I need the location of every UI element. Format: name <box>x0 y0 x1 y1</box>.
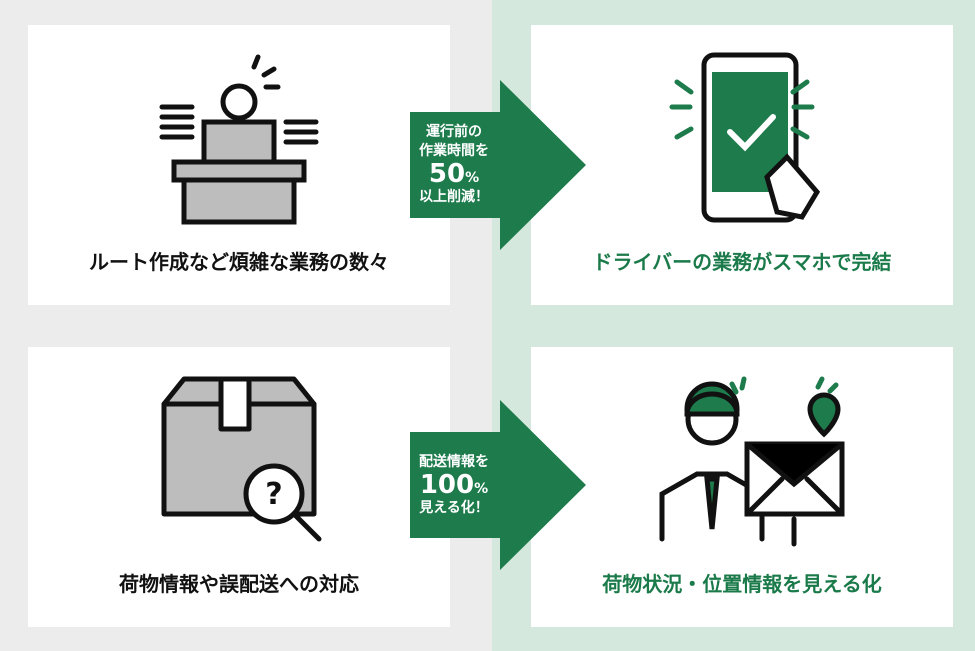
improvement-arrow-1: 運行前の 作業時間を 50% 以上削減！ <box>408 80 588 250</box>
smartphone-check-icon <box>669 52 821 223</box>
arrow-text: 以上削減！ <box>419 189 489 206</box>
after-caption: 荷物状況・位置情報を見える化 <box>602 572 882 596</box>
arrow-text: 見える化！ <box>419 500 489 517</box>
arrow-value: 100 <box>419 469 475 500</box>
arrow-text: 配送情報を <box>419 453 489 470</box>
arrow-text: 作業時間を <box>419 142 489 159</box>
stressed-worker-desk-icon <box>159 54 319 225</box>
arrow-unit: % <box>474 480 489 497</box>
after-caption: ドライバーの業務がスマホで完結 <box>592 250 892 274</box>
before-caption: ルート作成など煩雑な業務の数々 <box>89 250 389 274</box>
before-card-1: ルート作成など煩雑な業務の数々 <box>28 25 450 305</box>
before-caption: 荷物情報や誤配送への対応 <box>119 572 359 596</box>
box-question-icon: ? <box>161 376 322 542</box>
after-card-2: 荷物状況・位置情報を見える化 <box>531 347 953 627</box>
svg-text:?: ? <box>265 477 282 512</box>
person-map-pin-icon <box>659 376 845 547</box>
after-card-1: ドライバーの業務がスマホで完結 <box>531 25 953 305</box>
improvement-arrow-2: 配送情報を 100% 見える化！ <box>408 400 588 570</box>
arrow-value: 50 <box>428 158 466 189</box>
before-card-2: ? 荷物情報や誤配送への対応 <box>28 347 450 627</box>
arrow-unit: % <box>465 169 480 186</box>
arrow-text: 運行前の <box>426 124 482 141</box>
